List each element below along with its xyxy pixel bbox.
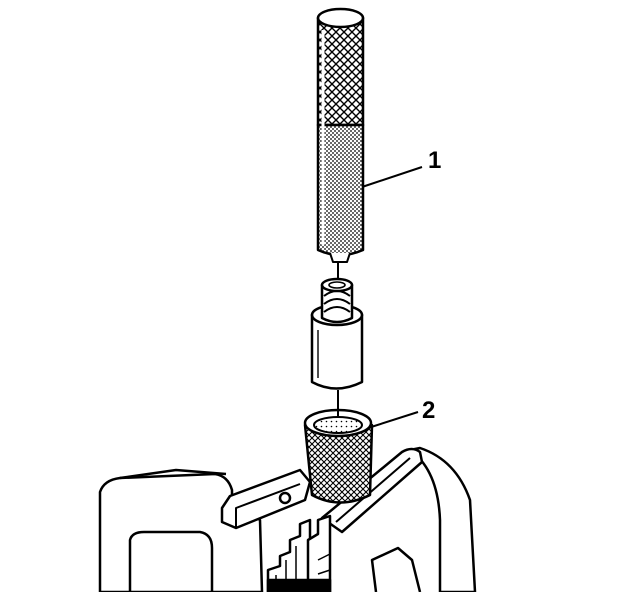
bushing-sleeve <box>310 277 364 390</box>
callout-1: 1 <box>428 147 441 174</box>
handle-lower-section <box>316 123 365 257</box>
vise-left-body-top <box>119 468 227 480</box>
jaw-teeth-left <box>266 518 312 592</box>
jaw-teeth-right <box>306 514 332 592</box>
seal-body <box>320 283 354 324</box>
handle-tip <box>329 252 351 263</box>
handle-knurled-section <box>316 16 365 127</box>
leader-lines <box>361 166 423 429</box>
leader-line-1 <box>361 166 423 188</box>
vise-left-jaw <box>220 468 312 530</box>
sleeve-body <box>310 313 364 390</box>
vise-left-inner <box>128 530 214 592</box>
receiver-cup <box>303 408 374 504</box>
installer-handle <box>316 7 365 263</box>
vise-right-body <box>408 446 477 592</box>
bench-vise <box>98 446 477 592</box>
leader-line-2 <box>367 411 419 429</box>
vise-right-side <box>370 546 422 592</box>
jaw-screw-left <box>278 491 292 505</box>
handle-top-cap <box>316 7 365 29</box>
cup-body <box>303 423 374 504</box>
callout-2: 2 <box>422 397 435 424</box>
cup-bore <box>313 416 363 434</box>
